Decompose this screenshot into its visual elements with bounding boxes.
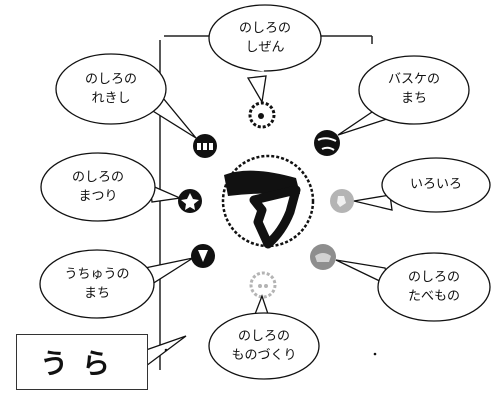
central-emblem [221, 154, 315, 249]
festival-icon[interactable] [178, 189, 202, 213]
food-icon[interactable] [310, 244, 336, 270]
label-space: うちゅうの まち [64, 267, 130, 301]
various-icon[interactable] [330, 189, 354, 213]
bubble-food[interactable] [335, 252, 491, 322]
bubble-festival[interactable] [40, 152, 183, 222]
label-nature: のしろの しぜん [238, 21, 291, 55]
nature-icon[interactable] [248, 101, 276, 129]
crafts-icon[interactable] [249, 271, 277, 299]
label-various: いろいろ [409, 177, 462, 192]
back-card[interactable]: うら [16, 334, 148, 390]
basketball-icon[interactable] [314, 130, 340, 156]
label-festival: のしろの まつり [71, 170, 124, 204]
bubble-nature[interactable] [208, 4, 322, 104]
bubble-history[interactable] [55, 53, 197, 139]
bubble-crafts[interactable] [208, 294, 320, 380]
dot [373, 352, 377, 356]
label-history: のしろの れきし [84, 72, 137, 106]
bubble-basketball[interactable] [337, 55, 470, 136]
dot [164, 348, 168, 352]
bubble-various[interactable] [353, 157, 491, 213]
label-crafts: のしろの ものづくり [231, 329, 297, 363]
back-card-text: うら [39, 347, 124, 380]
space-icon[interactable] [191, 244, 215, 268]
bubble-space[interactable] [39, 249, 194, 319]
label-food: のしろの たべもの [407, 270, 460, 304]
history-icon[interactable] [193, 134, 217, 158]
label-basketball: バスケの まち [387, 72, 440, 106]
